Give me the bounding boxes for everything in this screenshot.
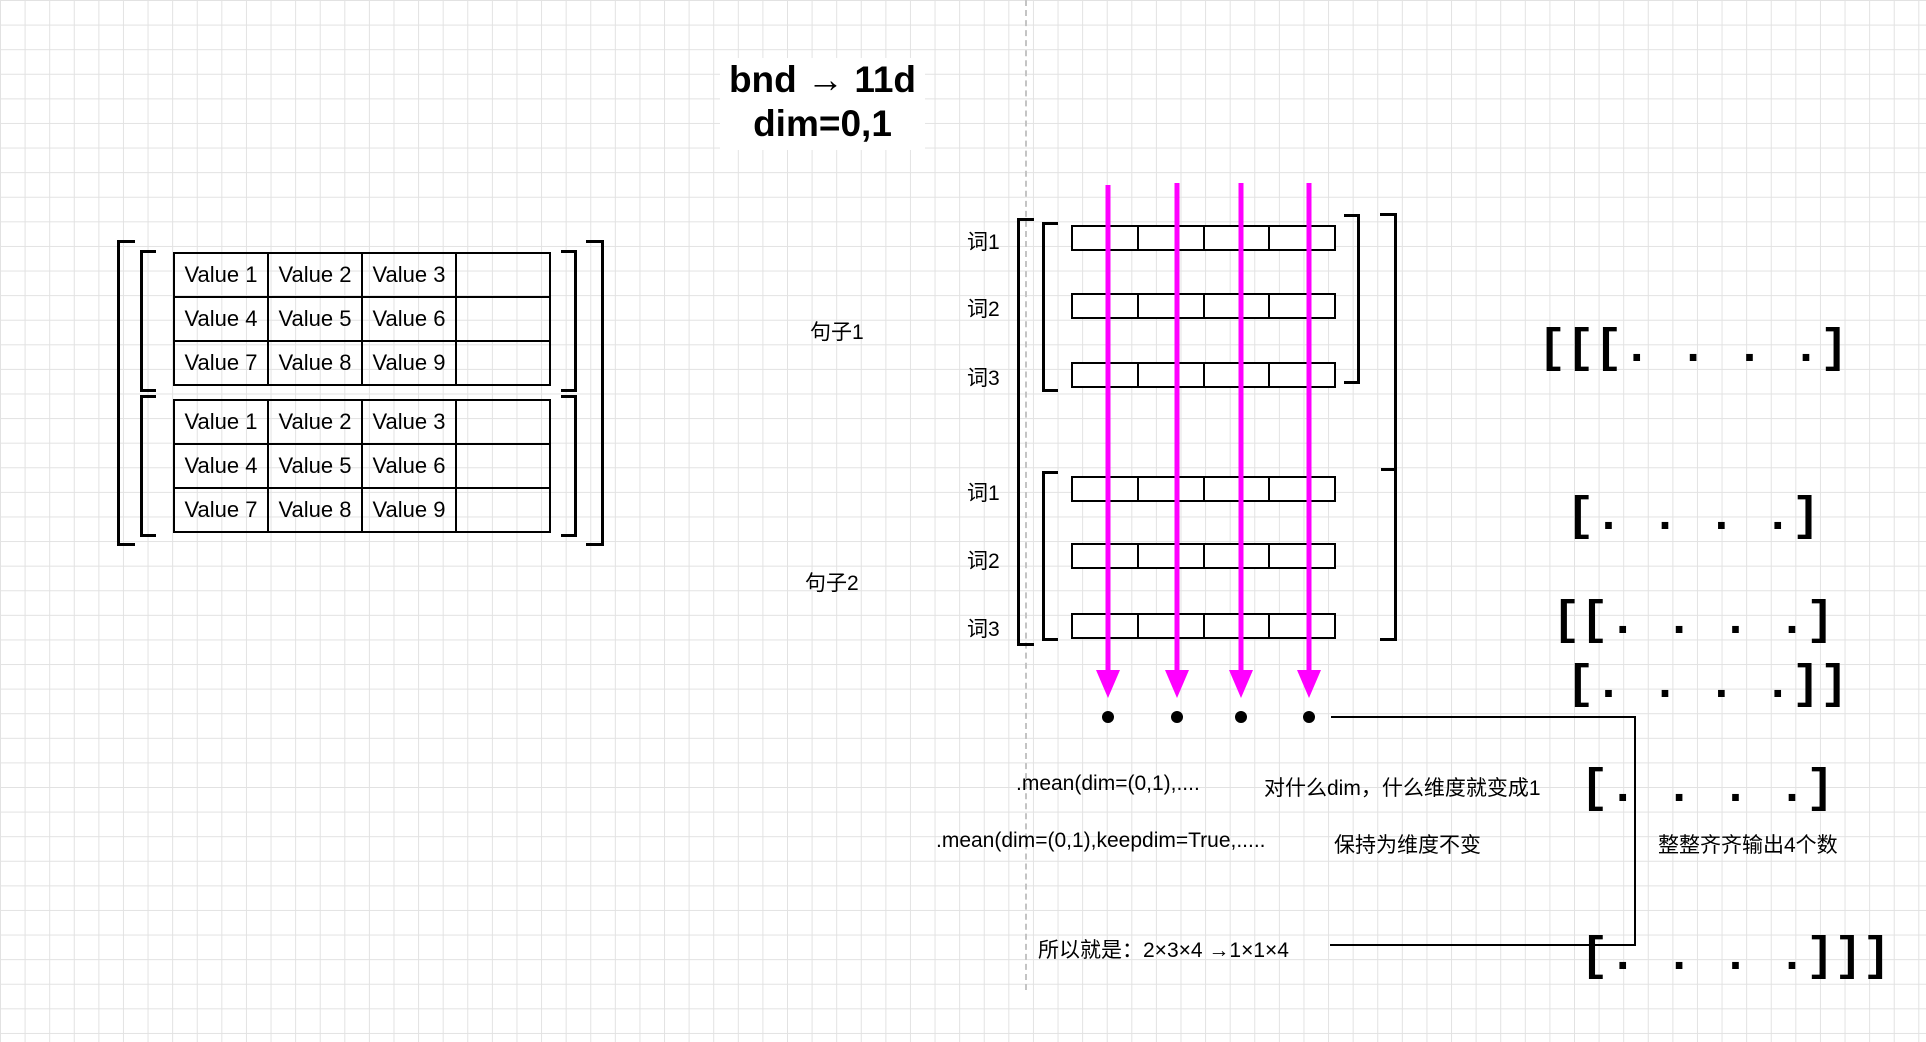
result-dot-icon	[1235, 711, 1247, 723]
word-vector	[1071, 225, 1336, 251]
outer-left-bracket	[1017, 218, 1034, 646]
mean-code-note: .mean(dim=(0,1),....	[1016, 772, 1200, 795]
arrow-down-icon	[1297, 183, 1321, 698]
arrow-down-icon	[1096, 185, 1120, 698]
block1-right-bracket	[561, 250, 577, 392]
word-label: 词1	[967, 482, 1000, 505]
block2-right-bracket	[561, 395, 577, 537]
matrix-repr-line: [. . . .]]	[1538, 659, 1849, 712]
word-label: 词3	[967, 367, 1000, 390]
table-cell: Value 6	[361, 443, 457, 489]
word-label: 词2	[967, 550, 1000, 573]
page-divider	[1025, 0, 1027, 990]
title-line-1: bnd → 11d	[728, 59, 917, 100]
table-cell: Value 7	[173, 340, 269, 386]
sentence1-right-bracket	[1344, 214, 1360, 384]
table-cell	[455, 296, 551, 342]
word-vector	[1071, 543, 1336, 569]
table-cell: Value 5	[267, 296, 363, 342]
table-cell	[455, 487, 551, 533]
word-vector	[1071, 476, 1336, 502]
matrix-repr-line: [. . . .]	[1524, 763, 1835, 816]
matrix-repr-line: [[[. . . .]	[1538, 323, 1849, 376]
outer-right-bracket	[586, 240, 604, 546]
keepdim-code-note: .mean(dim=(0,1),keepdim=True,.....	[936, 829, 1266, 852]
matrix-repr-block-2: [[. . . .] [. . . .] [. . . .]]]	[1524, 482, 1891, 1042]
diagram-overlay	[1096, 183, 1636, 946]
result-dot-icon	[1171, 711, 1183, 723]
table-cell	[455, 443, 551, 489]
table-cell	[455, 399, 551, 445]
table-cell: Value 3	[361, 252, 457, 298]
page-title: bnd → 11d dim=0,1	[720, 58, 925, 150]
sentence2-right-bracket	[1381, 468, 1397, 641]
table-row: Value 1 Value 2 Value 3	[173, 399, 551, 445]
table-cell: Value 1	[173, 399, 269, 445]
matrix-repr-line: [. . . .]]]	[1524, 931, 1891, 984]
sentence2-left-bracket	[1042, 471, 1058, 641]
table-cell: Value 5	[267, 443, 363, 489]
matrix-repr-line: [. . . .]	[1538, 491, 1821, 544]
table-cell: Value 4	[173, 296, 269, 342]
connector-line	[1330, 716, 1636, 946]
value-table-2: Value 1 Value 2 Value 3 Value 4 Value 5 …	[173, 399, 551, 533]
word-vector	[1071, 293, 1336, 319]
title-line-2: dim=0,1	[753, 103, 892, 144]
table-row: Value 1 Value 2 Value 3	[173, 252, 551, 298]
keepdim-desc-note: 保持为维度不变	[1334, 834, 1481, 857]
sentence1-left-bracket	[1042, 222, 1058, 392]
table-row: Value 4 Value 5 Value 6	[173, 296, 551, 342]
table-cell: Value 6	[361, 296, 457, 342]
sentence-label-1: 句子1	[810, 321, 864, 344]
output-desc-note: 整整齐齐输出4个数	[1658, 834, 1838, 857]
table-cell	[455, 252, 551, 298]
block1-left-bracket	[140, 250, 156, 392]
table-cell: Value 3	[361, 399, 457, 445]
arrow-down-icon	[1165, 183, 1189, 698]
result-dot-icon	[1102, 711, 1114, 723]
arrow-down-icon	[1229, 183, 1253, 698]
outer-left-bracket	[117, 240, 135, 546]
word-vector	[1071, 613, 1336, 639]
table-cell: Value 8	[267, 340, 363, 386]
table-cell: Value 2	[267, 399, 363, 445]
table-cell: Value 7	[173, 487, 269, 533]
table-cell: Value 9	[361, 340, 457, 386]
word-label: 词2	[967, 298, 1000, 321]
table-row: Value 7 Value 8 Value 9	[173, 487, 551, 533]
summary-note: 所以就是：2×3×4 →1×1×4	[1038, 939, 1289, 962]
table-cell: Value 4	[173, 443, 269, 489]
table-cell: Value 1	[173, 252, 269, 298]
word-label: 词1	[967, 231, 1000, 254]
table-cell: Value 9	[361, 487, 457, 533]
word-vector	[1071, 362, 1336, 388]
matrix-repr-block-1: [[[. . . .] [. . . .] [. . . .]]	[1538, 210, 1848, 770]
table-cell: Value 2	[267, 252, 363, 298]
result-dot-icon	[1303, 711, 1315, 723]
table-cell	[455, 340, 551, 386]
value-table-1: Value 1 Value 2 Value 3 Value 4 Value 5 …	[173, 252, 551, 386]
word-label: 词3	[967, 618, 1000, 641]
table-row: Value 7 Value 8 Value 9	[173, 340, 551, 386]
block2-left-bracket	[140, 395, 156, 537]
sentence-label-2: 句子2	[805, 572, 859, 595]
table-row: Value 4 Value 5 Value 6	[173, 443, 551, 489]
mean-desc-note: 对什么dim，什么维度就变成1	[1264, 777, 1541, 800]
table-cell: Value 8	[267, 487, 363, 533]
matrix-repr-line: [[. . . .]	[1524, 595, 1835, 648]
